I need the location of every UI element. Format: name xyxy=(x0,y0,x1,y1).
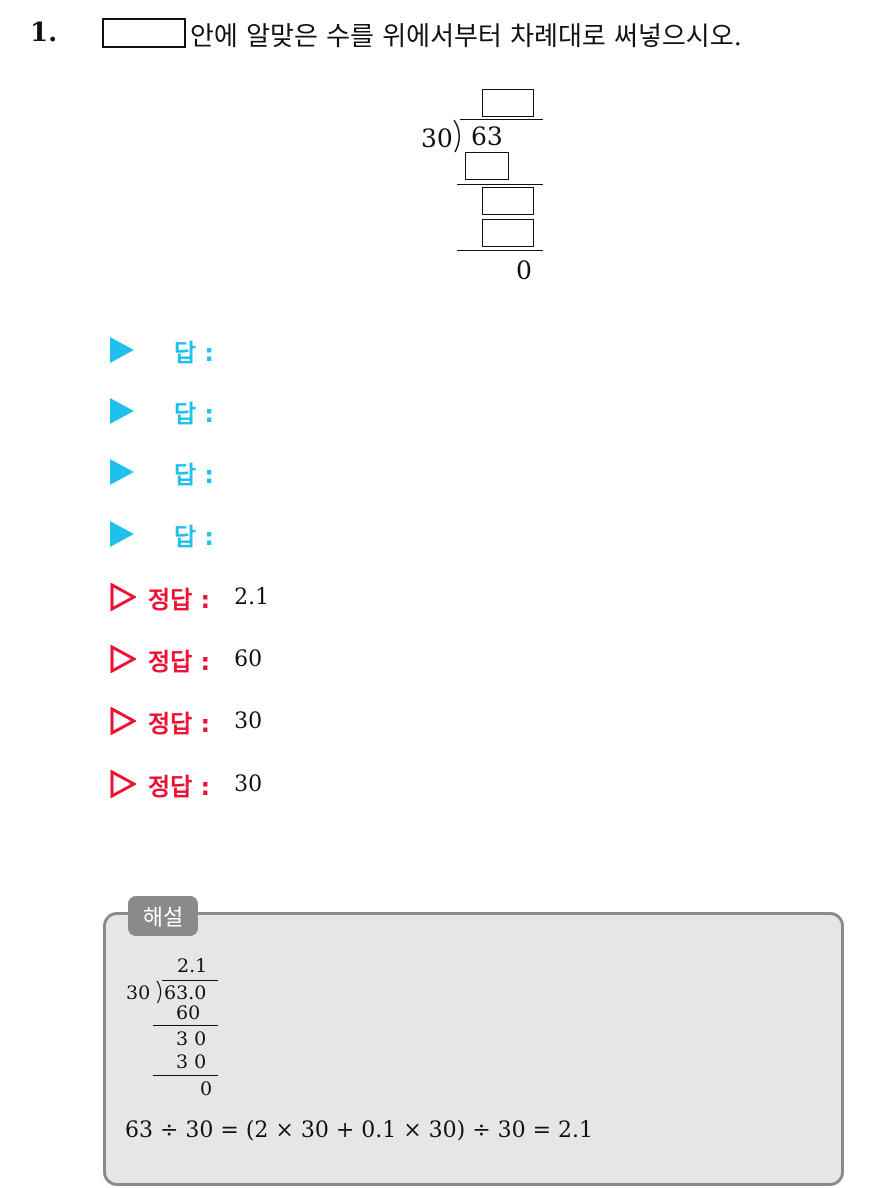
subtraction-line-2 xyxy=(457,250,543,251)
question-instruction: 안에 알맞은 수를 위에서부터 차례대로 써넣으시오. xyxy=(190,22,742,52)
outline-triangle-icon xyxy=(110,583,136,611)
explanation-remainder: 0 xyxy=(200,1078,213,1100)
explanation-tab: 해설 xyxy=(128,896,198,936)
outline-triangle-icon xyxy=(110,707,136,735)
explanation-step1: 60 xyxy=(176,1002,201,1024)
dividend: 63 xyxy=(471,122,503,151)
explanation-line-2 xyxy=(153,1075,218,1076)
division-bracket-icon xyxy=(453,119,460,153)
correct-label: 정답 : xyxy=(148,647,211,676)
division-remainder: 0 xyxy=(516,256,532,285)
correct-row-4: 정답 : 30 xyxy=(110,764,262,804)
explanation-divisor: 30 xyxy=(126,982,151,1004)
play-triangle-icon xyxy=(110,337,134,363)
explanation-line-1 xyxy=(153,1025,218,1026)
play-triangle-icon xyxy=(110,521,134,547)
correct-label: 정답 : xyxy=(148,772,211,801)
explanation-division-bar xyxy=(162,980,218,981)
explanation-step3: 3 0 xyxy=(176,1051,207,1073)
correct-value: 2.1 xyxy=(234,584,270,610)
correct-row-2: 정답 : 60 xyxy=(110,639,262,679)
answer-label: 답 : xyxy=(174,522,215,551)
explanation-long-division: 2.1 30 63.0 60 3 0 3 0 0 xyxy=(122,955,232,1105)
explanation-formula: 63 ÷ 30 = (2 × 30 + 0.1 × 30) ÷ 30 = 2.1 xyxy=(125,1118,594,1143)
correct-value: 30 xyxy=(234,708,263,734)
correct-value: 60 xyxy=(234,646,263,672)
outline-triangle-icon xyxy=(110,645,136,673)
answer-row-1: 답 : xyxy=(110,330,214,370)
correct-row-1: 정답 : 2.1 xyxy=(110,577,269,617)
answer-row-2: 답 : xyxy=(110,391,214,431)
answer-row-4: 답 : xyxy=(110,514,214,554)
answer-label: 답 : xyxy=(174,460,215,489)
answer-label: 답 : xyxy=(174,399,215,428)
blank-box-legend xyxy=(102,18,186,48)
explanation-box xyxy=(103,912,844,1186)
subtraction-line-1 xyxy=(457,184,543,185)
divisor: 30 xyxy=(421,124,453,153)
division-bar xyxy=(460,119,543,120)
correct-row-3: 정답 : 30 xyxy=(110,701,262,741)
question-number: 1. xyxy=(30,18,58,48)
explanation-dividend: 63.0 xyxy=(164,982,207,1004)
division-bracket-icon xyxy=(156,980,162,1004)
answer-label: 답 : xyxy=(174,338,215,367)
correct-value: 30 xyxy=(234,771,263,797)
correct-label: 정답 : xyxy=(148,709,211,738)
explanation-quotient: 2.1 xyxy=(177,955,208,977)
step2-input-box[interactable] xyxy=(482,187,534,215)
explanation-step2: 3 0 xyxy=(176,1028,207,1050)
answer-row-3: 답 : xyxy=(110,452,214,492)
outline-triangle-icon xyxy=(110,770,136,798)
play-triangle-icon xyxy=(110,459,134,485)
step1-input-box[interactable] xyxy=(465,152,509,180)
quotient-input-box[interactable] xyxy=(482,89,534,117)
correct-label: 정답 : xyxy=(148,585,211,614)
step3-input-box[interactable] xyxy=(482,219,534,247)
long-division-problem: 30 63 0 xyxy=(415,86,555,286)
play-triangle-icon xyxy=(110,398,134,424)
